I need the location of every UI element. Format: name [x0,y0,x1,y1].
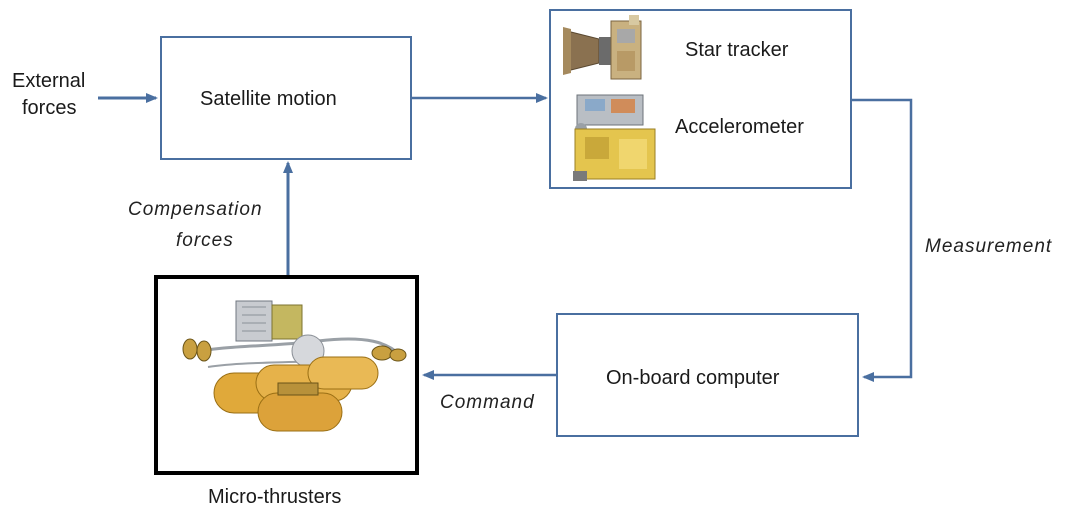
satellite-motion-label: Satellite motion [200,88,337,110]
sensors-box: Star tracker Accelerometer [549,9,852,189]
micro-thrusters-label: Micro-thrusters [208,486,342,508]
compensation-forces-label: Compensation forces [128,194,263,256]
external-forces-line2: forces [22,97,77,119]
measurement-label: Measurement [925,236,1053,257]
micro-thrusters-box [154,275,419,475]
external-forces-line1: External [12,70,86,92]
external-forces-label: External forces [12,68,85,122]
onboard-computer-label: On-board computer [606,367,780,389]
measurement-arrow [852,98,913,382]
accelerometer-label: Accelerometer [675,116,804,138]
satellite-motion-box: Satellite motion [160,36,412,160]
onboard-computer-box: On-board computer [556,313,859,437]
star-tracker-label: Star tracker [685,39,789,61]
accelerometer-image [573,94,656,181]
command-label: Command [440,392,535,413]
star-tracker-image [563,15,642,80]
micro-thrusters-image [182,300,407,432]
compensation-line2: forces [176,230,234,251]
compensation-line1: Compensation [128,199,263,220]
